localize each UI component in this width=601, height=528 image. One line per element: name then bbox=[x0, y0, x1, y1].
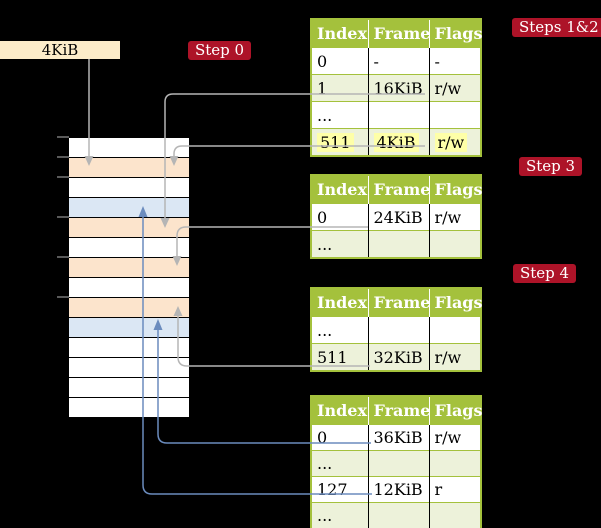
table-header-row: Index Frame Flags bbox=[311, 175, 483, 204]
cell-flags bbox=[429, 316, 481, 344]
cell-flags: - bbox=[429, 47, 481, 75]
table-row: ... bbox=[311, 230, 481, 258]
cell-flags: r/w bbox=[429, 74, 481, 102]
table-header-row: Index Frame Flags bbox=[311, 288, 483, 317]
address-tick bbox=[57, 216, 69, 218]
column-header-frame: Frame bbox=[368, 288, 430, 317]
column-header-flags: Flags bbox=[429, 396, 483, 425]
badge-step-4: Step 4 bbox=[513, 264, 577, 283]
table-header-row: Index Frame Flags bbox=[311, 396, 483, 425]
highlight: 511 bbox=[317, 132, 354, 152]
cell-frame: 32KiB bbox=[368, 343, 430, 371]
memory-row bbox=[69, 238, 189, 258]
table-row: ... bbox=[311, 502, 481, 528]
memory-row bbox=[69, 318, 189, 338]
memory-row bbox=[69, 158, 189, 178]
memory-row bbox=[69, 258, 189, 278]
table-row: ... bbox=[311, 450, 481, 477]
column-header-frame: Frame bbox=[368, 175, 430, 204]
table-row: 127 12KiB r bbox=[311, 476, 481, 503]
cell-index: 511 bbox=[311, 128, 369, 156]
address-tick bbox=[57, 156, 69, 158]
highlight: 4KiB bbox=[373, 132, 419, 152]
page-table-2: Index Frame Flags 0 24KiB r/w ... bbox=[310, 174, 483, 259]
cell-frame bbox=[368, 450, 430, 477]
memory-row bbox=[69, 138, 189, 158]
table-row: 0 36KiB r/w bbox=[311, 424, 481, 451]
column-header-frame: Frame bbox=[368, 19, 430, 48]
table-header-row: Index Frame Flags bbox=[311, 19, 483, 48]
cell-frame: 16KiB bbox=[368, 74, 430, 102]
column-header-index: Index bbox=[311, 19, 369, 48]
cell-flags: r/w bbox=[429, 203, 481, 231]
page-table-3: Index Frame Flags ... 511 32KiB r/w bbox=[310, 287, 483, 372]
free-frame-box: 4KiB bbox=[0, 41, 120, 59]
cell-index: ... bbox=[311, 230, 369, 258]
cell-index: 1 bbox=[311, 74, 369, 102]
cell-flags bbox=[429, 230, 481, 258]
page-table-1: Index Frame Flags 0 - - 1 16KiB r/w ... bbox=[310, 18, 483, 157]
cell-index: ... bbox=[311, 316, 369, 344]
column-header-frame: Frame bbox=[368, 396, 430, 425]
cell-frame bbox=[368, 101, 430, 129]
cell-flags bbox=[429, 101, 481, 129]
cell-index: 0 bbox=[311, 424, 369, 451]
cell-index: 127 bbox=[311, 476, 369, 503]
table-row: 0 - - bbox=[311, 47, 481, 75]
cell-frame bbox=[368, 230, 430, 258]
page-table-4: Index Frame Flags 0 36KiB r/w ... 127 12… bbox=[310, 395, 483, 528]
address-tick bbox=[57, 256, 69, 258]
cell-frame bbox=[368, 316, 430, 344]
cell-frame: 12KiB bbox=[368, 476, 430, 503]
badge-steps-1-2: Steps 1&2 bbox=[512, 18, 601, 37]
column-header-flags: Flags bbox=[429, 19, 483, 48]
cell-frame: 36KiB bbox=[368, 424, 430, 451]
cell-frame bbox=[368, 502, 430, 528]
address-tick bbox=[57, 296, 69, 298]
memory-row bbox=[69, 338, 189, 358]
cell-flags: r/w bbox=[429, 128, 481, 156]
highlight: r/w bbox=[434, 132, 468, 152]
cell-index: 0 bbox=[311, 203, 369, 231]
cell-frame: 4KiB bbox=[368, 128, 430, 156]
table-row: 511 32KiB r/w bbox=[311, 343, 481, 371]
address-tick bbox=[57, 136, 69, 138]
table-row-highlighted: 511 4KiB r/w bbox=[311, 128, 481, 156]
memory-row bbox=[69, 298, 189, 318]
cell-index: 511 bbox=[311, 343, 369, 371]
cell-flags: r/w bbox=[429, 424, 481, 451]
memory-row bbox=[69, 358, 189, 378]
table-row: 0 24KiB r/w bbox=[311, 203, 481, 231]
address-tick bbox=[57, 176, 69, 178]
memory-row bbox=[69, 398, 189, 418]
cell-frame: 24KiB bbox=[368, 203, 430, 231]
table-row: ... bbox=[311, 101, 481, 129]
table-row: 1 16KiB r/w bbox=[311, 74, 481, 102]
cell-flags: r bbox=[429, 476, 481, 503]
column-header-flags: Flags bbox=[429, 288, 483, 317]
memory-row bbox=[69, 218, 189, 238]
cell-index: ... bbox=[311, 450, 369, 477]
cell-index: ... bbox=[311, 101, 369, 129]
column-header-index: Index bbox=[311, 396, 369, 425]
cell-flags: r/w bbox=[429, 343, 481, 371]
cell-frame: - bbox=[368, 47, 430, 75]
badge-step-3: Step 3 bbox=[519, 157, 583, 176]
cell-index: 0 bbox=[311, 47, 369, 75]
column-header-index: Index bbox=[311, 288, 369, 317]
column-header-index: Index bbox=[311, 175, 369, 204]
cell-flags bbox=[429, 450, 481, 477]
column-header-flags: Flags bbox=[429, 175, 483, 204]
memory-row bbox=[69, 278, 189, 298]
memory-row bbox=[69, 198, 189, 218]
memory-row bbox=[69, 178, 189, 198]
badge-step-0: Step 0 bbox=[188, 41, 252, 60]
table-row: ... bbox=[311, 316, 481, 344]
cell-flags bbox=[429, 502, 481, 528]
cell-index: ... bbox=[311, 502, 369, 528]
memory-stack bbox=[69, 137, 189, 418]
memory-row bbox=[69, 378, 189, 398]
